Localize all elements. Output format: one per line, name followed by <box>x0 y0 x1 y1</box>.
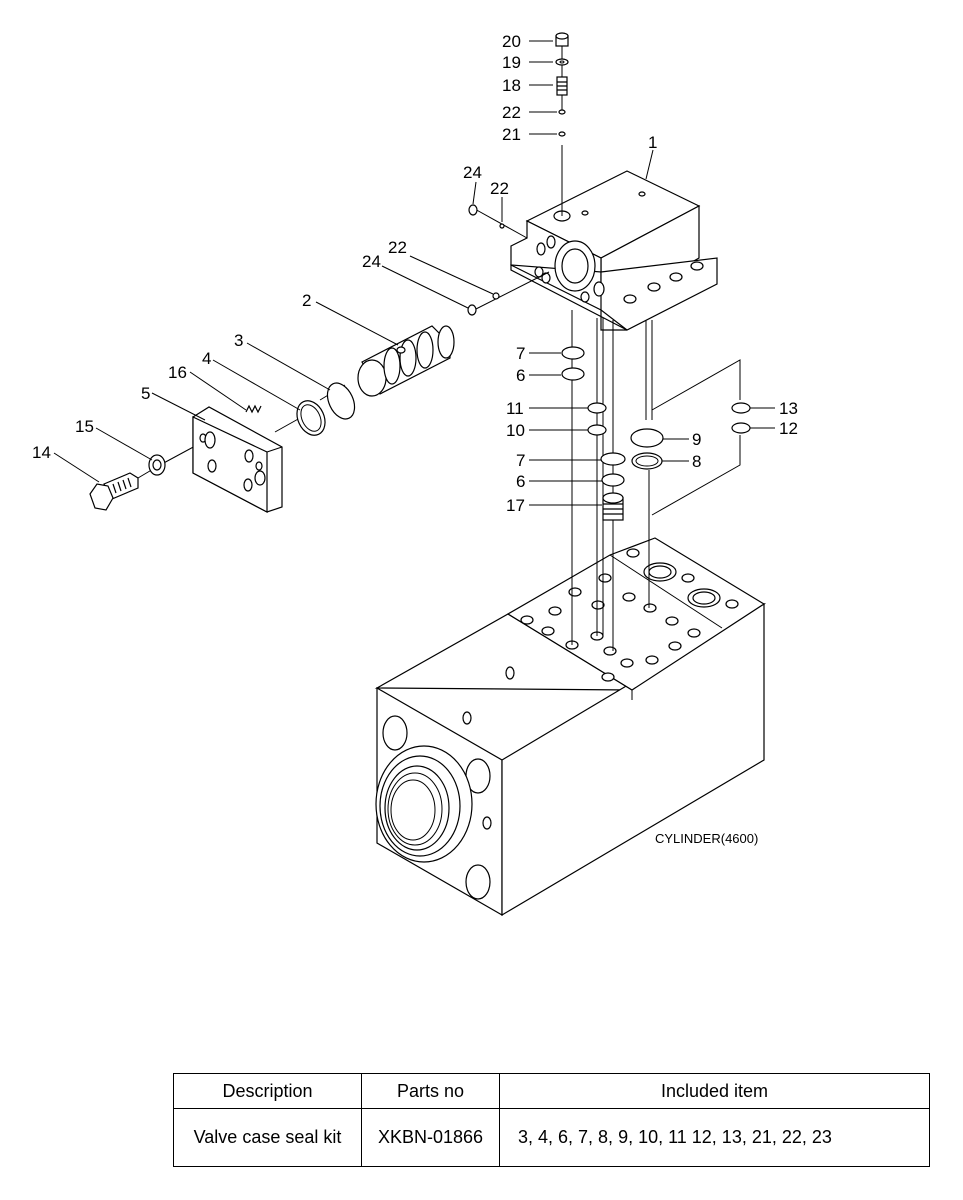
ring-part-22-low <box>492 292 500 300</box>
callout-8: 8 <box>692 452 701 471</box>
bolt-part-14 <box>89 472 139 511</box>
callout-24-lower: 24 <box>362 252 381 271</box>
callout-1: 1 <box>648 133 657 152</box>
exploded-parts-diagram: CYLINDER(4600) <box>32 32 798 917</box>
header-description: Description <box>173 1073 362 1109</box>
callout-22-mid: 22 <box>490 179 509 198</box>
ring-part-22-mid <box>499 223 505 229</box>
cylinder-body: CYLINDER(4600) <box>374 537 767 917</box>
ring-part-21 <box>558 131 566 137</box>
o-ring-part-3 <box>326 382 356 420</box>
callout-5: 5 <box>141 384 150 403</box>
seal-rings <box>561 346 751 487</box>
leader-lines <box>53 40 775 506</box>
o-ring-part-7-upper <box>561 346 585 360</box>
backup-ring-part-4 <box>296 400 326 436</box>
o-ring-part-12 <box>731 422 751 434</box>
washer-part-15 <box>148 454 166 476</box>
callout-13: 13 <box>779 399 798 418</box>
callout-22-top: 22 <box>502 103 521 122</box>
ring-part-22-top <box>558 109 566 115</box>
spring-part-16 <box>245 404 262 414</box>
callout-9: 9 <box>692 430 701 449</box>
washer-part-19 <box>555 58 569 66</box>
callout-4: 4 <box>202 349 211 368</box>
cell-included-items: 3, 4, 6, 7, 8, 9, 10, 11 12, 13, 21, 22,… <box>499 1108 930 1167</box>
callout-12: 12 <box>779 419 798 438</box>
callout-24-upper: 24 <box>463 163 482 182</box>
plug-part-17 <box>602 492 624 521</box>
plug-part-24 <box>467 204 478 316</box>
spool-part-2 <box>357 325 455 397</box>
cylinder-label: CYLINDER(4600) <box>655 831 758 846</box>
callout-15: 15 <box>75 417 94 436</box>
cylinder-bore <box>375 711 492 900</box>
top-fasteners <box>492 32 569 300</box>
callout-labels: 1 20 19 18 22 21 24 22 22 24 2 3 4 16 5 … <box>32 32 798 515</box>
cylinder-top-ports <box>505 548 739 682</box>
callout-10: 10 <box>506 421 525 440</box>
callout-16: 16 <box>168 363 187 382</box>
callout-6-lower: 6 <box>516 472 525 491</box>
cover-plate-part-5 <box>192 406 283 513</box>
callout-14: 14 <box>32 443 51 462</box>
o-ring-part-10 <box>587 424 607 436</box>
callout-7-upper: 7 <box>516 344 525 363</box>
callout-18: 18 <box>502 76 521 95</box>
cell-parts-no: XKBN-01866 <box>361 1108 500 1167</box>
seal-kit-table: Description Parts no Included item Valve… <box>173 1073 930 1167</box>
callout-2: 2 <box>302 291 311 310</box>
callout-11: 11 <box>506 399 524 418</box>
callout-20: 20 <box>502 32 521 51</box>
o-ring-part-11 <box>587 402 607 414</box>
callout-17: 17 <box>506 496 525 515</box>
cell-description: Valve case seal kit <box>173 1108 362 1167</box>
table-header-row: Description Parts no Included item <box>173 1073 930 1109</box>
callout-6-upper: 6 <box>516 366 525 385</box>
o-ring-part-7-lower <box>600 452 626 466</box>
callout-3: 3 <box>234 331 243 350</box>
callout-22-low: 22 <box>388 238 407 257</box>
callout-7-lower: 7 <box>516 451 525 470</box>
valve-case-part-1 <box>510 170 718 331</box>
table-row: Valve case seal kit XKBN-01866 3, 4, 6, … <box>173 1108 930 1167</box>
o-ring-part-6-lower <box>601 473 625 487</box>
o-ring-part-6-upper <box>561 367 585 381</box>
callout-19: 19 <box>502 53 521 72</box>
header-parts-no: Parts no <box>361 1073 500 1109</box>
o-ring-part-9 <box>630 428 664 448</box>
o-ring-part-13 <box>731 402 751 414</box>
callout-21: 21 <box>502 125 521 144</box>
header-included-item: Included item <box>499 1073 930 1109</box>
